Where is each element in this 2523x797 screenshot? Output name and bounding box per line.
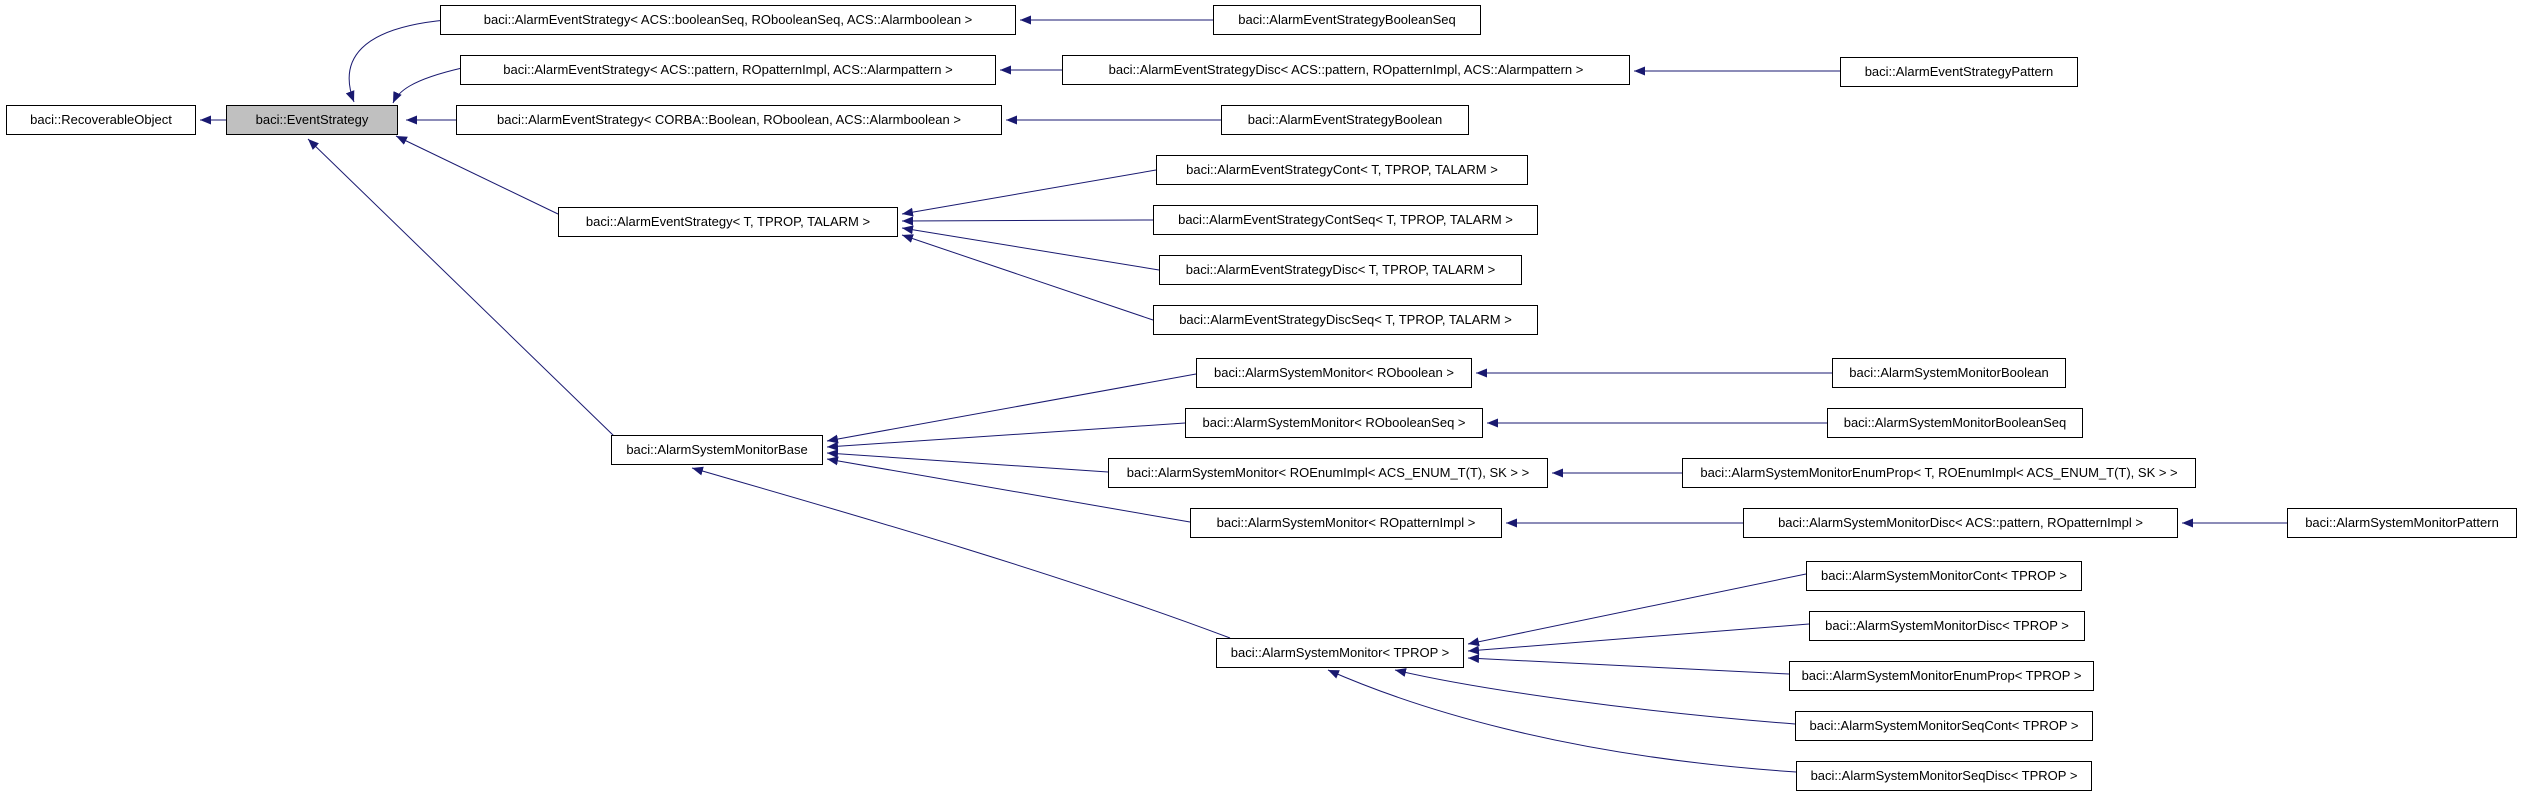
node-asm-roenumimpl[interactable]: baci::AlarmSystemMonitor< ROEnumImpl< AC…: [1108, 458, 1548, 488]
inheritance-arrow: [826, 449, 1109, 473]
node-aes-discseq[interactable]: baci::AlarmEventStrategyDiscSeq< T, TPRO…: [1153, 305, 1538, 335]
node-event-strategy: baci::EventStrategy: [226, 105, 398, 135]
node-aes-pattern[interactable]: baci::AlarmEventStrategyPattern: [1840, 57, 2078, 87]
node-asm-ropatternimpl[interactable]: baci::AlarmSystemMonitor< ROpatternImpl …: [1190, 508, 1502, 538]
inheritance-arrow: [392, 67, 463, 104]
node-aes-template[interactable]: baci::AlarmEventStrategy< T, TPROP, TALA…: [558, 207, 898, 237]
node-recoverable-object[interactable]: baci::RecoverableObject: [6, 105, 196, 135]
node-asm-base[interactable]: baci::AlarmSystemMonitorBase: [611, 435, 823, 465]
inheritance-arrow: [345, 19, 447, 103]
node-aes-booleanseq-spec[interactable]: baci::AlarmEventStrategy< ACS::booleanSe…: [440, 5, 1016, 35]
inheritance-arrow: [901, 169, 1157, 217]
inheritance-arrow: [901, 234, 1154, 321]
inheritance-arrow: [395, 135, 559, 215]
node-aes-contseq[interactable]: baci::AlarmEventStrategyContSeq< T, TPRO…: [1153, 205, 1538, 235]
node-asm-robooleanseq[interactable]: baci::AlarmSystemMonitor< RObooleanSeq >: [1185, 408, 1483, 438]
inheritance-arrow: [307, 138, 616, 438]
node-asm-disc-pattern[interactable]: baci::AlarmSystemMonitorDisc< ACS::patte…: [1743, 508, 2178, 538]
node-asm-enumprop[interactable]: baci::AlarmSystemMonitorEnumProp< T, ROE…: [1682, 458, 2196, 488]
node-asm-enumprop-tprop[interactable]: baci::AlarmSystemMonitorEnumProp< TPROP …: [1789, 661, 2094, 691]
node-aes-pattern-spec[interactable]: baci::AlarmEventStrategy< ACS::pattern, …: [460, 55, 996, 85]
node-asm-roboolean[interactable]: baci::AlarmSystemMonitor< ROboolean >: [1196, 358, 1472, 388]
node-asm-seqcont[interactable]: baci::AlarmSystemMonitorSeqCont< TPROP >: [1795, 711, 2093, 741]
inheritance-arrow: [1467, 623, 1810, 655]
inheritance-arrow: [826, 456, 1191, 523]
node-aes-boolean[interactable]: baci::AlarmEventStrategyBoolean: [1221, 105, 1469, 135]
node-asm-boolean[interactable]: baci::AlarmSystemMonitorBoolean: [1832, 358, 2066, 388]
node-asm-disc[interactable]: baci::AlarmSystemMonitorDisc< TPROP >: [1809, 611, 2085, 641]
node-aes-booleanseq[interactable]: baci::AlarmEventStrategyBooleanSeq: [1213, 5, 1481, 35]
node-aes-disc[interactable]: baci::AlarmEventStrategyDisc< T, TPROP, …: [1159, 255, 1522, 285]
inheritance-arrow: [901, 225, 1160, 271]
node-asm-pattern[interactable]: baci::AlarmSystemMonitorPattern: [2287, 508, 2517, 538]
node-aes-cont[interactable]: baci::AlarmEventStrategyCont< T, TPROP, …: [1156, 155, 1528, 185]
inheritance-arrow: [1327, 669, 1797, 773]
node-asm-seqdisc[interactable]: baci::AlarmSystemMonitorSeqDisc< TPROP >: [1796, 761, 2092, 791]
inheritance-arrow: [826, 422, 1186, 451]
inheritance-arrow: [1467, 573, 1807, 647]
inheritance-arrow: [1467, 654, 1790, 675]
node-asm-cont[interactable]: baci::AlarmSystemMonitorCont< TPROP >: [1806, 561, 2082, 591]
node-aes-disc-pattern[interactable]: baci::AlarmEventStrategyDisc< ACS::patte…: [1062, 55, 1630, 85]
node-asm-tprop[interactable]: baci::AlarmSystemMonitor< TPROP >: [1216, 638, 1464, 668]
inheritance-arrow: [901, 216, 1154, 226]
inheritance-arrow: [826, 373, 1197, 444]
node-aes-corba-boolean-spec[interactable]: baci::AlarmEventStrategy< CORBA::Boolean…: [456, 105, 1002, 135]
inheritance-arrow: [691, 466, 1231, 639]
inheritance-arrow: [1394, 668, 1796, 725]
node-asm-booleanseq[interactable]: baci::AlarmSystemMonitorBooleanSeq: [1827, 408, 2083, 438]
